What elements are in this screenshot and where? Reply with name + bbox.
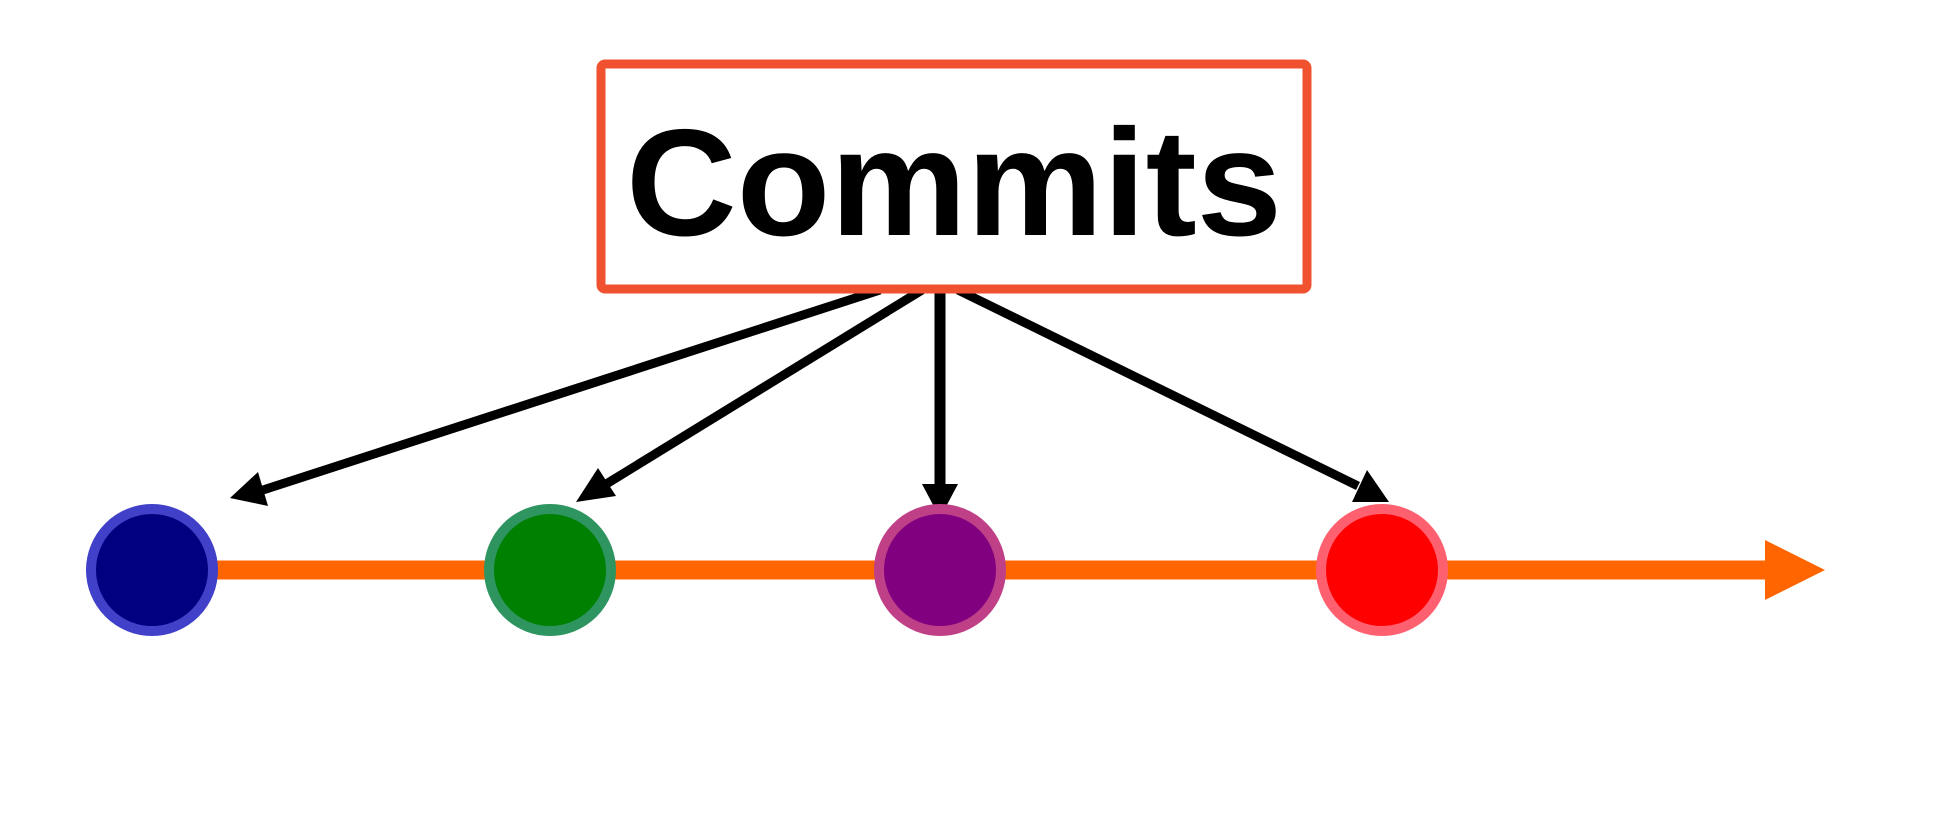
commit-node-4: [1316, 504, 1448, 636]
arrow-shaft: [261, 285, 882, 495]
title-label: Commits: [626, 98, 1282, 268]
commit-node-2: [484, 504, 616, 636]
arrow-to-commit-2: [576, 286, 925, 502]
arrow-to-commit-1: [230, 285, 882, 506]
title-box-border: [596, 59, 1312, 294]
arrow-shaft: [956, 285, 1360, 491]
timeline-arrowhead: [1765, 540, 1825, 600]
arrow-to-commit-4: [956, 285, 1389, 502]
arrow-head: [922, 484, 958, 518]
arrow-to-commit-3: [922, 290, 958, 518]
commit-nodes: [86, 504, 1448, 636]
title-box: Commits: [596, 59, 1312, 294]
arrow-head: [230, 472, 268, 506]
arrow-shaft: [600, 286, 925, 490]
arrow-head: [576, 468, 616, 502]
commit-node-1: [86, 504, 218, 636]
arrow-head: [1352, 470, 1389, 502]
commit-node-3: [874, 504, 1006, 636]
pointer-arrows: [230, 285, 1389, 518]
